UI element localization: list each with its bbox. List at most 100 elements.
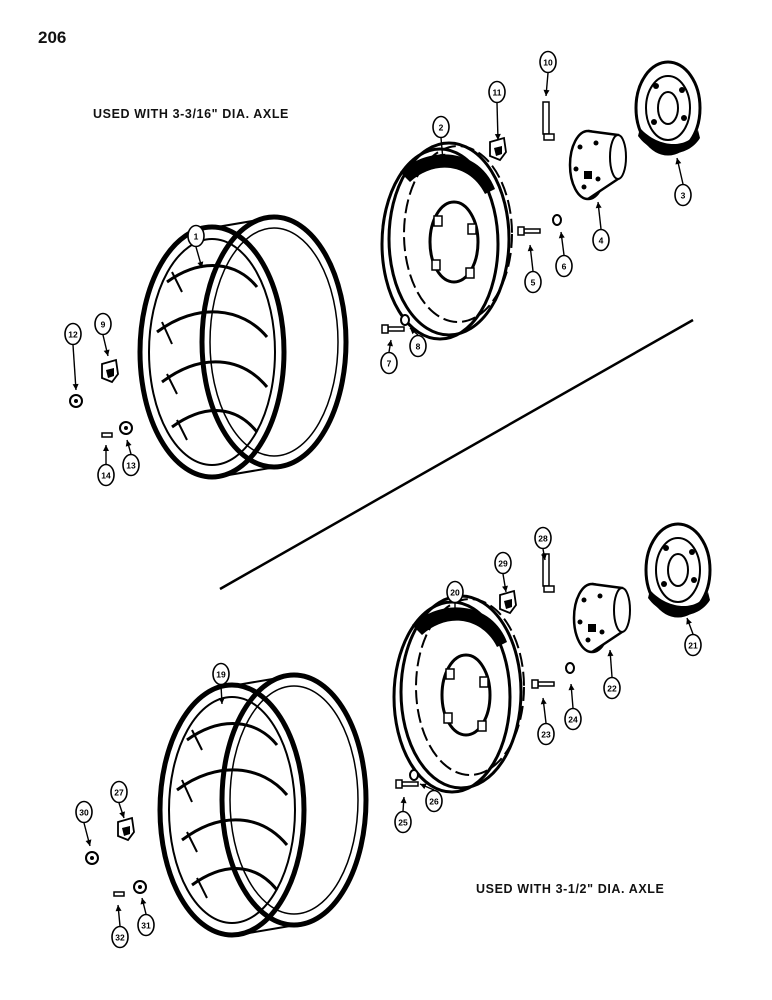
- callout-12: 12: [64, 322, 82, 391]
- leader-arrowhead: [420, 783, 427, 790]
- leader-arrowhead: [527, 245, 534, 252]
- callout-30: 30: [75, 800, 93, 847]
- callout-number: 5: [531, 278, 536, 288]
- leader-arrowhead: [607, 650, 614, 657]
- bolt-32: [113, 891, 125, 897]
- callout-balloon: [564, 707, 582, 731]
- leader-arrowhead: [595, 202, 602, 209]
- washer-24: [565, 662, 575, 674]
- callout-28: 28: [534, 526, 552, 561]
- callout-number: 11: [493, 88, 502, 98]
- callout-number: 8: [416, 342, 421, 352]
- leader-arrowhead: [439, 153, 446, 160]
- clip-11: [489, 137, 507, 161]
- callout-10: 10: [539, 50, 557, 97]
- clamp-9: [101, 359, 119, 383]
- callout-balloon: [555, 254, 573, 278]
- upper-assembly-caption: USED WITH 3-3/16" DIA. AXLE: [93, 107, 289, 121]
- clamp-27: [117, 817, 135, 841]
- leader-arrowhead: [140, 898, 147, 905]
- callout-27: 27: [110, 780, 128, 819]
- callout-balloon: [425, 789, 443, 813]
- leader-arrowhead: [400, 797, 407, 804]
- leader-arrowhead: [119, 811, 125, 818]
- callout-8: 8: [409, 327, 427, 358]
- callout-number: 19: [216, 670, 226, 680]
- lower-assembly-caption: USED WITH 3-1/2" DIA. AXLE: [476, 882, 665, 896]
- washer-6: [552, 214, 562, 226]
- callout-balloon: [64, 322, 82, 346]
- callout-number: 25: [398, 818, 408, 828]
- bolt-14: [101, 432, 113, 438]
- callout-balloon: [137, 913, 155, 937]
- callout-balloon: [674, 183, 692, 207]
- page-number: 206: [38, 28, 67, 47]
- callout-number: 9: [101, 320, 106, 330]
- callout-balloon: [94, 312, 112, 336]
- nut-13: [119, 421, 133, 435]
- callout-29: 29: [494, 551, 512, 593]
- callout-4: 4: [592, 201, 610, 252]
- wheel-weight-2: [380, 141, 514, 341]
- callout-3: 3: [674, 157, 692, 207]
- callout-number: 23: [541, 730, 551, 740]
- leader-arrowhead: [502, 585, 508, 592]
- callout-number: 3: [681, 191, 686, 201]
- callout-balloon: [212, 662, 230, 686]
- callout-balloon: [111, 925, 129, 949]
- leader-arrowhead: [543, 89, 550, 96]
- callout-9: 9: [94, 312, 112, 357]
- callout-26: 26: [419, 783, 443, 813]
- callout-number: 21: [688, 641, 698, 651]
- bolt-5: [517, 226, 541, 236]
- callout-balloon: [97, 463, 115, 487]
- callout-20: 20: [446, 580, 464, 620]
- callout-1: 1: [187, 224, 205, 269]
- leader-arrowhead: [103, 349, 110, 356]
- callout-21: 21: [684, 617, 702, 657]
- callout-31: 31: [137, 897, 155, 937]
- leader-line: [72, 344, 77, 391]
- callout-balloon: [684, 633, 702, 657]
- callout-2: 2: [432, 115, 450, 161]
- nut-30: [85, 851, 99, 865]
- bolt-23: [531, 679, 555, 689]
- callout-number: 7: [387, 359, 392, 369]
- callout-6: 6: [555, 231, 573, 278]
- hub-flange-21: [644, 522, 712, 618]
- callout-11: 11: [488, 80, 506, 141]
- callout-balloon: [446, 580, 464, 604]
- callout-number: 22: [607, 684, 617, 694]
- leader-arrowhead: [387, 340, 393, 347]
- callout-balloon: [394, 810, 412, 834]
- callout-balloon: [187, 224, 205, 248]
- bolt-25: [395, 779, 419, 789]
- leader-arrowhead: [410, 328, 417, 335]
- wheel-weight-20: [392, 594, 526, 794]
- leader-arrowhead: [218, 697, 225, 704]
- nut-31: [133, 880, 147, 894]
- wheel-hub-4: [568, 129, 628, 201]
- leader-arrowhead: [197, 261, 204, 268]
- callout-5: 5: [524, 244, 542, 294]
- callout-balloon: [432, 115, 450, 139]
- callout-number: 10: [543, 58, 553, 68]
- callout-balloon: [122, 453, 140, 477]
- callout-25: 25: [394, 796, 412, 834]
- wheel-rim-1: [140, 217, 346, 477]
- callout-number: 32: [115, 933, 125, 943]
- leader-arrowhead: [85, 839, 92, 846]
- clip-29: [499, 590, 517, 614]
- hub-flange-3: [634, 60, 702, 156]
- callout-19: 19: [212, 662, 230, 705]
- leader-arrowhead: [452, 614, 458, 620]
- leader-arrowhead: [540, 553, 547, 560]
- callout-balloon: [603, 676, 621, 700]
- bolt-10: [542, 101, 555, 141]
- callout-number: 1: [194, 232, 199, 242]
- callout-number: 24: [568, 715, 578, 725]
- leader-arrowhead: [115, 905, 122, 912]
- callout-balloon: [592, 228, 610, 252]
- callout-balloon: [110, 780, 128, 804]
